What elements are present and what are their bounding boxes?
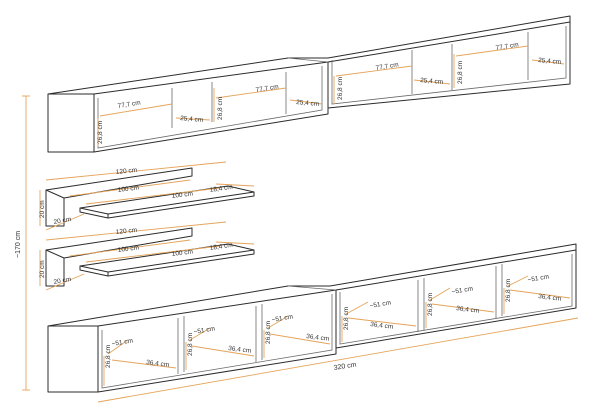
label-shelf2-width-100b: 100 cm — [171, 248, 193, 258]
label-shelf1-height-20: 20 cm — [39, 200, 46, 218]
label-bottom-height-4: 26,8 cm — [343, 307, 350, 330]
label-shelf2-depth-18: 18,4 cm — [209, 242, 233, 252]
label-bottom-depth-5: 36,4 cm — [456, 305, 480, 315]
label-top-height-1: 26,8 cm — [97, 121, 104, 144]
label-bottom-width-5: ~51 cm — [451, 285, 473, 296]
label-shelf1-depth-20: 20 cm — [53, 216, 72, 226]
label-bottom-depth-6: 36,4 cm — [538, 293, 562, 303]
label-shelf1-depth-18: 18,4 cm — [209, 184, 233, 194]
label-shelf1-width-120: 120 cm — [115, 167, 137, 176]
label-shelf1-width-100b: 100 cm — [171, 190, 193, 200]
floating-shelf-upper — [39, 161, 255, 231]
overall-dimensions — [22, 95, 579, 403]
label-top-depth-4: 25,4 cm — [538, 57, 562, 66]
label-bottom-height-5: 26,8 cm — [427, 293, 434, 316]
bottom-tv-cabinets — [47, 243, 577, 393]
label-top-depth-1: 25,4 cm — [180, 115, 204, 124]
label-bottom-width-3: ~51 cm — [271, 313, 293, 324]
label-shelf2-width-100a: 100 cm — [117, 244, 139, 254]
label-bottom-depth-3: 36,4 cm — [306, 333, 330, 343]
label-top-width-1: 77,7 cm — [117, 99, 141, 110]
label-bottom-width-2: ~51 cm — [193, 325, 215, 336]
label-bottom-height-2: 26,8 cm — [187, 333, 194, 356]
label-top-height-4: 26,8 cm — [457, 61, 464, 84]
label-bottom-width-1: ~51 cm — [111, 337, 133, 348]
label-top-width-3: 77,7 cm — [375, 61, 399, 72]
label-bottom-height-1: 26,8 cm — [105, 345, 112, 368]
label-total-height: ~170 cm — [15, 231, 22, 258]
label-shelf1-width-100a: 100 cm — [117, 184, 139, 194]
floating-shelf-lower — [39, 221, 255, 291]
label-bottom-depth-2: 36,4 cm — [228, 345, 252, 355]
label-top-width-2: 77,7 cm — [255, 83, 279, 94]
label-shelf2-depth-20: 20 cm — [53, 276, 72, 286]
label-bottom-height-3: 26,8 cm — [265, 321, 272, 344]
label-top-depth-2: 25,4 cm — [296, 99, 320, 108]
label-top-width-4: 77,7 cm — [495, 41, 519, 52]
label-bottom-depth-4: 36,4 cm — [370, 321, 394, 331]
label-bottom-width-4: ~51 cm — [369, 299, 391, 310]
label-top-height-3: 26,8 cm — [337, 77, 344, 100]
label-shelf2-height-20: 20 cm — [39, 260, 46, 278]
top-wall-cabinets — [47, 15, 571, 153]
label-bottom-depth-1: 36,4 cm — [146, 359, 170, 369]
label-top-height-2: 26,8 cm — [217, 97, 224, 120]
label-bottom-height-6: 26,8 cm — [505, 279, 512, 302]
label-top-depth-3: 25,4 cm — [420, 77, 444, 86]
label-total-width: 320 cm — [333, 361, 357, 372]
label-shelf2-width-120: 120 cm — [115, 227, 137, 236]
label-bottom-width-6: ~51 cm — [527, 273, 549, 284]
